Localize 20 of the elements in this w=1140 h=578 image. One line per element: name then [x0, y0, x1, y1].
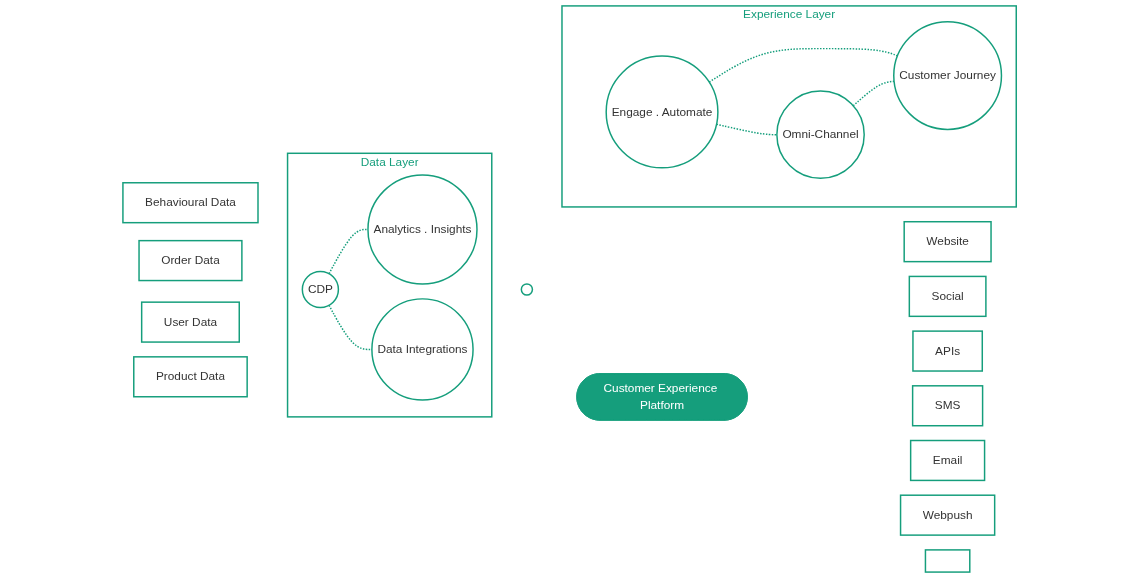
node-box: Order Data [138, 239, 244, 282]
node-box: SMS [912, 385, 984, 427]
node-box: Webpush [900, 494, 996, 536]
node-circle: Analytics . Insights [367, 174, 479, 285]
node-box: Website [903, 221, 993, 263]
node-box [925, 549, 971, 573]
node-box: APIs [912, 330, 984, 372]
node-circle: Omni-Channel [776, 90, 866, 180]
node-circle: Customer Journey [893, 20, 1003, 131]
node-circle: Engage . Automate [605, 55, 719, 169]
node-circle: CDP [302, 270, 340, 309]
node-box: Behavioural Data [122, 182, 260, 224]
node-box: Email [910, 439, 986, 482]
node-box: Product Data [133, 356, 249, 398]
node-box: Social [909, 275, 988, 318]
node-circle: Data Integrations [371, 298, 475, 401]
connector [716, 123, 778, 136]
node-box: User Data [141, 301, 241, 343]
node-circle [521, 283, 534, 296]
connector [708, 47, 899, 83]
